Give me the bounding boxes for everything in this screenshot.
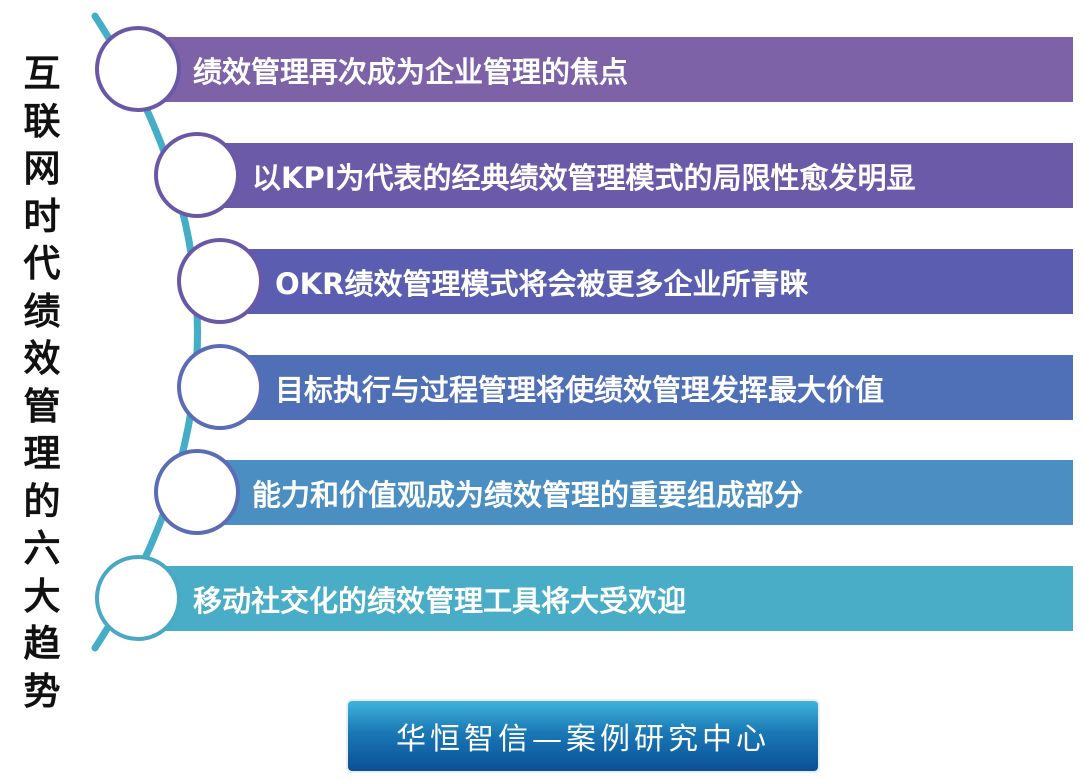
trend-bar: 目标执行与过程管理将使绩效管理发挥最大价值 <box>230 355 1073 420</box>
trend-label: 能力和价值观成为绩效管理的重要组成部分 <box>252 477 804 512</box>
trend-label: OKR绩效管理模式将会被更多企业所青睐 <box>275 266 809 301</box>
trend-bar: 以KPI为代表的经典绩效管理模式的局限性愈发明显 <box>207 143 1073 208</box>
trend-label: 以KPI为代表的经典绩效管理模式的局限性愈发明显 <box>252 160 916 195</box>
trend-bar: 移动社交化的绩效管理工具将大受欢迎 <box>148 566 1073 631</box>
trend-circle <box>177 344 263 430</box>
vertical-title: 互联网时代绩效管理的六大趋势 <box>23 52 61 713</box>
trend-label: 移动社交化的绩效管理工具将大受欢迎 <box>193 583 687 618</box>
footer-banner: 华恒智信—案例研究中心 <box>348 701 818 771</box>
trend-bar: OKR绩效管理模式将会被更多企业所青睐 <box>230 249 1073 314</box>
trend-label: 目标执行与过程管理将使绩效管理发挥最大价值 <box>275 372 885 407</box>
trend-circle <box>177 238 263 324</box>
trend-label: 绩效管理再次成为企业管理的焦点 <box>193 54 629 89</box>
trend-circle <box>95 555 181 641</box>
trend-circle <box>154 132 240 218</box>
trend-circle <box>95 26 181 112</box>
trend-bar: 绩效管理再次成为企业管理的焦点 <box>148 37 1073 102</box>
trend-circle <box>154 449 240 535</box>
trend-bar: 能力和价值观成为绩效管理的重要组成部分 <box>207 460 1073 525</box>
